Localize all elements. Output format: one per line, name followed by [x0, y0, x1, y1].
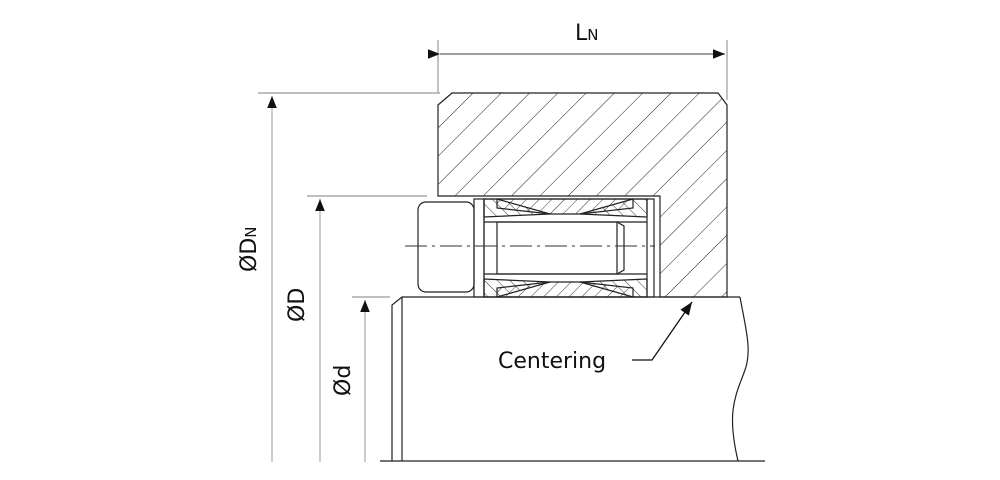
label-ln: LN [575, 21, 599, 46]
label-bore-diameter: ØD [285, 288, 310, 322]
hub-section [437, 92, 728, 298]
locking-element [483, 198, 655, 298]
dimension-ln: LN [428, 21, 728, 100]
label-outer-diameter: ØDN [237, 227, 262, 273]
shaft [380, 296, 765, 462]
centering-callout: Centering [498, 301, 693, 374]
dimension-bore-diameter: ØD [285, 195, 427, 462]
dimension-outer-diameter: ØDN [237, 92, 440, 462]
dimension-shaft-diameter: Ød [331, 296, 390, 462]
label-shaft-diameter: Ød [331, 365, 356, 396]
screw-head [417, 198, 485, 298]
label-centering: Centering [498, 349, 606, 374]
